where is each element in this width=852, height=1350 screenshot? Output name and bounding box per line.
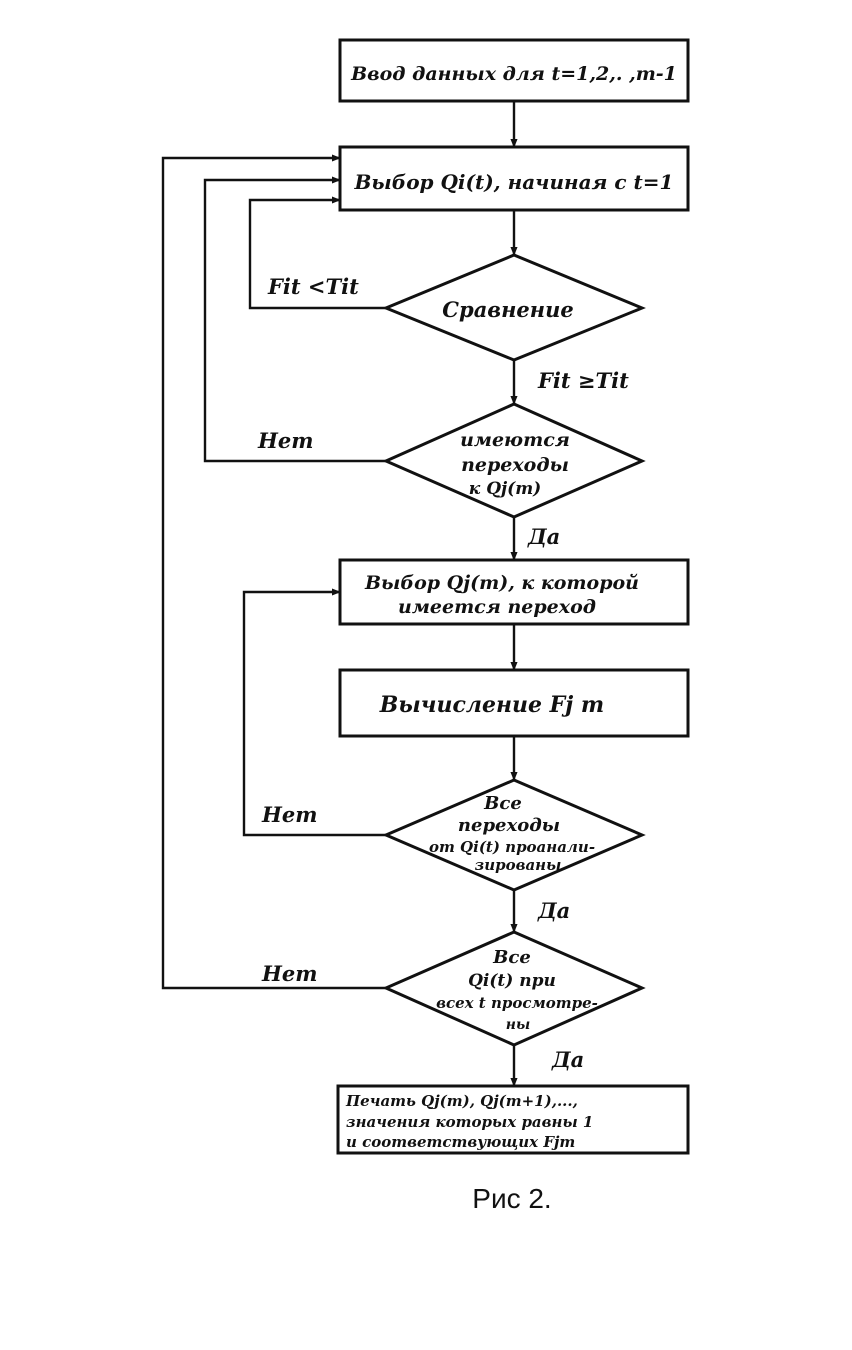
edge-label-no-1: Нет	[257, 428, 313, 453]
all-viewed-decision-label-2: Qi(t) при	[468, 971, 556, 991]
transitions-decision-label-2: переходы	[461, 454, 569, 476]
edge-label-fit-greater: Fit ≥Tit	[537, 368, 629, 393]
all-analyzed-decision-label-1: Все	[483, 793, 522, 814]
edge-label-yes-3: Да	[551, 1047, 584, 1072]
select-q-block-label: Выбор Qi(t), начиная с t=1	[354, 170, 674, 194]
all-analyzed-decision-label-4: зированы	[475, 856, 562, 874]
all-analyzed-decision-label-2: переходы	[458, 815, 560, 836]
print-block-label-3: и соответствующих Fjm	[346, 1133, 575, 1151]
select-qj-block-label-1: Выбор Qj(m), к которой	[364, 572, 639, 594]
input-block-label: Ввод данных для t=1,2,. ,m-1	[350, 63, 677, 85]
compute-block-label: Вычисление Fj m	[379, 692, 604, 718]
all-viewed-decision-label-3: всех t просмотре-	[436, 994, 598, 1012]
loop-analyzed-no	[242, 588, 386, 837]
select-qj-block-label-2: имеется переход	[398, 596, 596, 618]
edge-label-no-3: Нет	[261, 961, 317, 986]
edge-label-yes-2: Да	[537, 898, 570, 923]
edge-label-fit-less: Fit <Tit	[267, 274, 359, 299]
all-viewed-decision-label-4: ны	[506, 1017, 530, 1033]
figure-caption: Рис 2.	[472, 1183, 551, 1214]
transitions-decision-label-1: имеются	[460, 429, 570, 451]
loop-transitions-no	[203, 176, 386, 463]
edge-label-yes-1: Да	[527, 524, 560, 549]
all-viewed-decision-label-1: Все	[492, 947, 531, 968]
compare-decision-label: Сравнение	[442, 297, 573, 322]
edge-label-no-2: Нет	[261, 802, 317, 827]
print-block-label-1: Печать Qj(m), Qj(m+1),...,	[345, 1092, 578, 1110]
transitions-decision-label-3: к Qj(m)	[469, 479, 541, 499]
print-block-label-2: значения которых равны 1	[346, 1113, 593, 1131]
loop-viewed-no	[161, 154, 386, 990]
all-analyzed-decision-label-3: от Qi(t) проанали-	[429, 838, 595, 856]
loop-compare-no	[248, 196, 386, 310]
